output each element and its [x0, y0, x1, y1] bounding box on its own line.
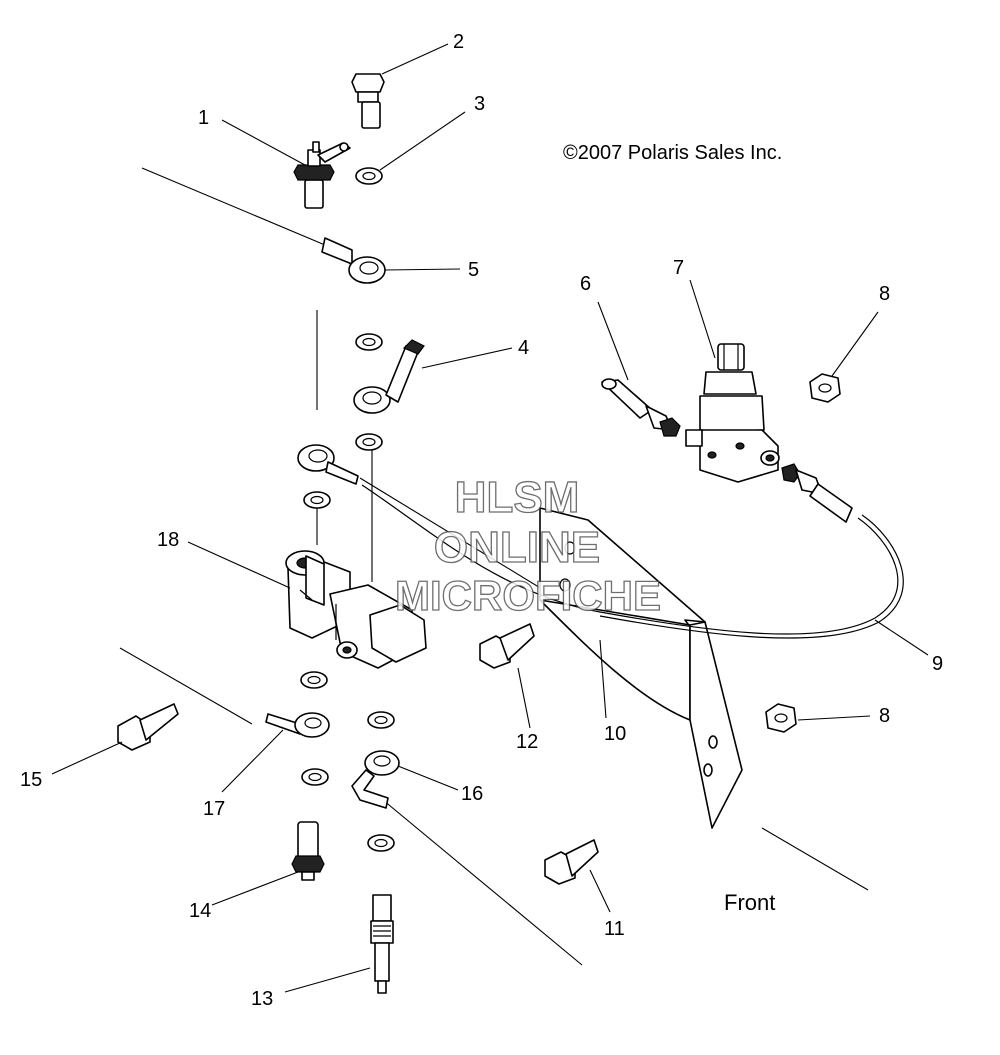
callout-10: 10 [604, 723, 626, 745]
hose-fitting-right [781, 463, 853, 523]
pressure-switch-part-1 [293, 141, 351, 209]
banjo-fitting-part-17 [265, 712, 330, 738]
callout-1: 1 [198, 107, 209, 129]
callout-8-lower: 8 [879, 705, 890, 727]
copyright-text: ©2007 Polaris Sales Inc. [563, 142, 782, 164]
bolt-part-11 [544, 839, 599, 885]
callout-6: 6 [580, 273, 591, 295]
brake-hose-banjo-part-16 [351, 750, 400, 809]
brake-line-part-9 [361, 484, 904, 639]
callout-14: 14 [189, 900, 211, 922]
hose-fitting-part-6 [601, 378, 681, 437]
callout-leaders [51, 43, 929, 993]
callout-17: 17 [203, 798, 225, 820]
mounting-bracket-part-10 [539, 507, 743, 829]
centerlines [119, 167, 869, 966]
callout-numbers: 1 2 3 4 5 6 7 8 8 9 10 11 12 13 14 15 16… [20, 31, 943, 1010]
callout-2: 2 [453, 31, 464, 53]
callout-11: 11 [604, 918, 625, 940]
callout-12: 12 [516, 731, 538, 753]
front-direction-label: Front [724, 890, 775, 915]
watermark-line-2: ONLINE [434, 523, 600, 572]
nut-part-8-upper [809, 373, 841, 403]
callout-3: 3 [474, 93, 485, 115]
sealing-washers [300, 167, 395, 852]
watermark-line-1: HLSM [455, 473, 580, 522]
banjo-bolt-part-2 [351, 73, 385, 129]
brake-hose-banjo-part-4 [353, 339, 425, 414]
bolt-part-12 [479, 623, 535, 669]
bolt-part-15 [117, 703, 179, 751]
callout-4: 4 [518, 337, 529, 359]
nut-part-8-lower [765, 703, 797, 733]
callout-18: 18 [157, 529, 179, 551]
callout-5: 5 [468, 259, 479, 281]
callout-15: 15 [20, 769, 42, 791]
callout-9: 9 [932, 653, 943, 675]
callout-8-upper: 8 [879, 283, 890, 305]
callout-13: 13 [251, 988, 273, 1010]
callout-16: 16 [461, 783, 483, 805]
proportioning-valve-part-7 [685, 343, 780, 483]
watermark-line-3: MICROFICHE [395, 572, 661, 619]
proportioning-block-part-18 [285, 550, 427, 669]
banjo-fitting-part-5 [321, 237, 386, 284]
banjo-fitting-upper [297, 444, 359, 485]
callout-7: 7 [673, 257, 684, 279]
watermark: HLSM ONLINE MICROFICHE [394, 472, 661, 619]
adapter-fitting-part-14 [291, 821, 325, 881]
threaded-stud-part-13 [370, 894, 394, 994]
